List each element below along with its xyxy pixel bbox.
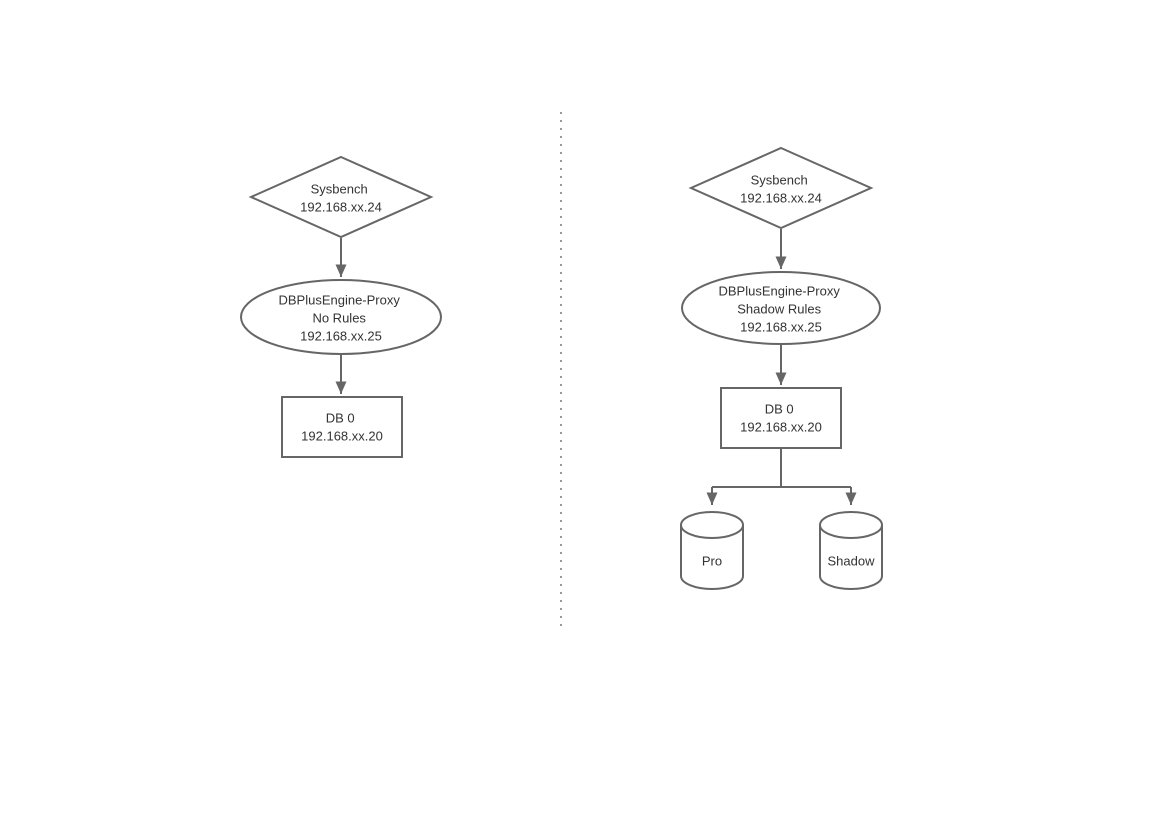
right-sysbench-label: Sysbench 192.168.xx.24	[740, 168, 822, 206]
cylinder-body	[680, 511, 744, 590]
right-db-rect	[720, 387, 842, 449]
pro-database-label: Pro	[702, 554, 722, 569]
left-flow-group: Sysbench 192.168.xx.24 DBPlusEngine-Prox…	[240, 155, 442, 458]
label-line-1: DBPlusEngine-Proxy	[278, 293, 400, 308]
label-line-1: Sysbench	[311, 182, 368, 197]
label-line-2: 192.168.xx.24	[300, 200, 382, 215]
shadow-database-cylinder: Shadow	[819, 511, 883, 590]
right-proxy-label: DBPlusEngine-Proxy Shadow Rules 192.168.…	[718, 279, 843, 335]
right-proxy-ellipse	[681, 271, 881, 345]
left-proxy-label: DBPlusEngine-Proxy No Rules 192.168.xx.2…	[278, 288, 403, 344]
right-sysbench-diamond	[688, 146, 874, 230]
shadow-database-label: Shadow	[828, 554, 876, 569]
label-line-2: No Rules	[312, 311, 366, 326]
right-branch-connector	[712, 448, 851, 488]
label-line-1: Pro	[702, 554, 722, 569]
label-line-3: 192.168.xx.25	[740, 320, 822, 335]
label-line-1: DB 0	[326, 411, 355, 426]
label-line-2: 192.168.xx.20	[740, 420, 822, 435]
label-line-2: 192.168.xx.24	[740, 191, 822, 206]
left-proxy-ellipse	[240, 279, 442, 355]
cylinder-top-arc	[819, 524, 883, 539]
cylinder-top-arc	[680, 524, 744, 539]
left-sysbench-diamond	[248, 155, 434, 239]
label-line-3: 192.168.xx.25	[300, 329, 382, 344]
label-line-1: Shadow	[828, 554, 876, 569]
left-sysbench-label: Sysbench 192.168.xx.24	[300, 177, 382, 215]
right-db-label: DB 0 192.168.xx.20	[740, 397, 822, 435]
label-line-2: 192.168.xx.20	[301, 429, 383, 444]
left-db-label: DB 0 192.168.xx.20	[301, 406, 383, 444]
pro-database-cylinder: Pro	[680, 511, 744, 590]
label-line-2: Shadow Rules	[737, 302, 821, 317]
label-line-1: DBPlusEngine-Proxy	[718, 284, 840, 299]
right-flow-group: Sysbench 192.168.xx.24 DBPlusEngine-Prox…	[680, 146, 883, 590]
label-line-1: Sysbench	[751, 173, 808, 188]
cylinder-body	[819, 511, 883, 590]
left-db-rect	[281, 396, 403, 458]
label-line-1: DB 0	[765, 402, 794, 417]
